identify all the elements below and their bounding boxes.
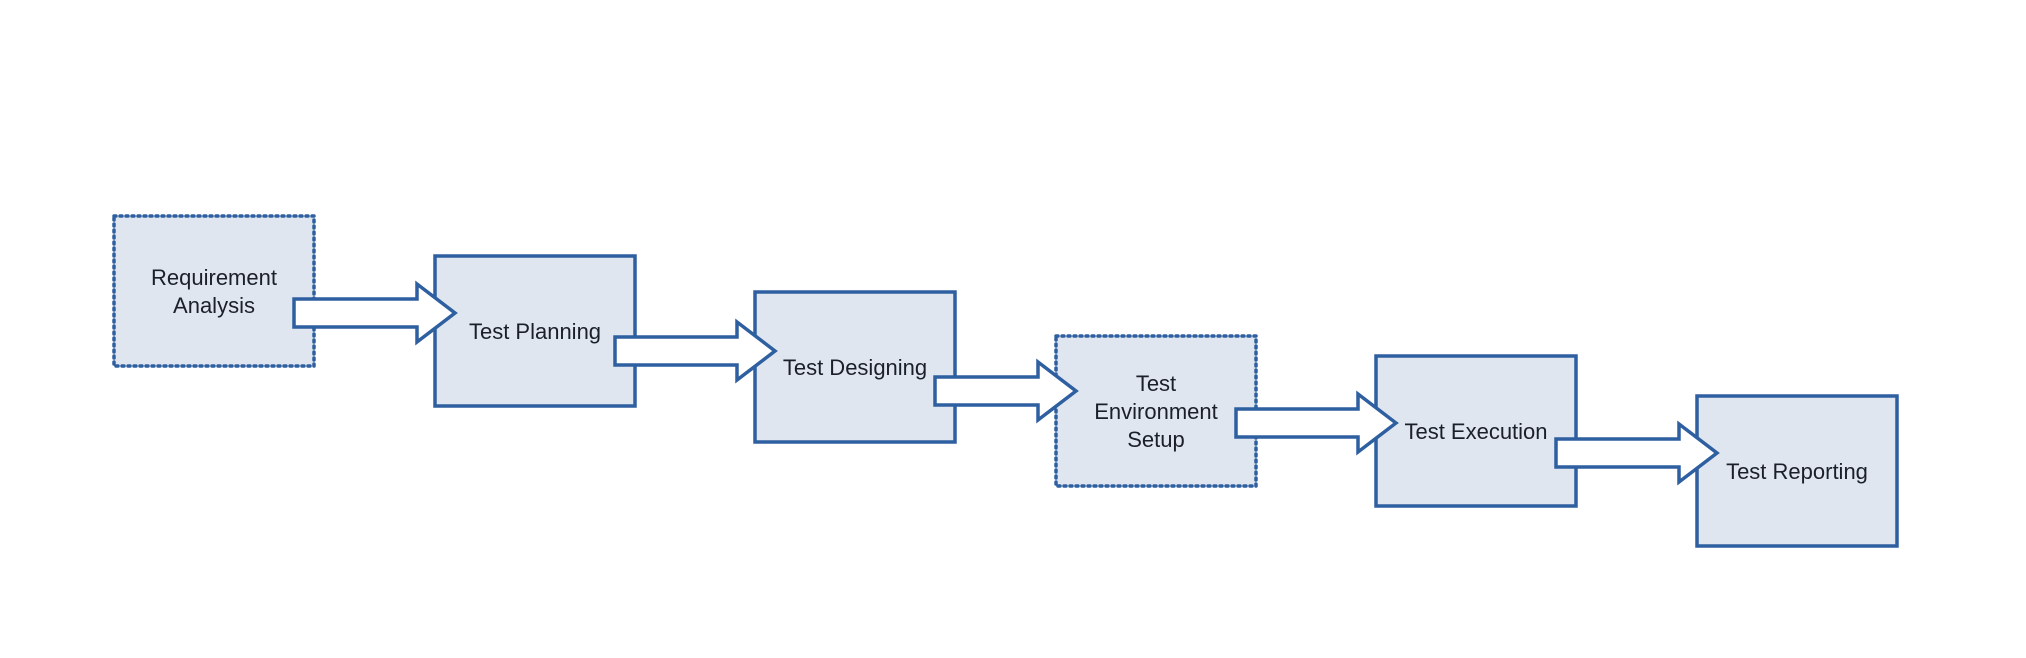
step-label-test-execution: Test Execution <box>1404 419 1547 444</box>
step-boxes <box>112 214 1899 548</box>
step-box-requirement-analysis <box>112 214 316 368</box>
step-box-test-environment-setup <box>1054 334 1258 488</box>
step-label-test-reporting: Test Reporting <box>1726 459 1868 484</box>
step-arrows <box>292 280 1720 486</box>
step-label-test-designing: Test Designing <box>783 355 927 380</box>
flow-arrow-2 <box>613 318 778 384</box>
step-box-test-planning <box>433 254 637 408</box>
step-box-test-reporting <box>1695 394 1899 548</box>
step-label-test-planning: Test Planning <box>469 319 601 344</box>
flow-arrow-4 <box>1234 390 1399 456</box>
flow-arrow-1 <box>292 280 458 346</box>
step-box-test-execution <box>1374 354 1578 508</box>
flow-arrow-5 <box>1554 420 1720 486</box>
step-box-test-designing <box>753 290 957 444</box>
flow-arrow-3 <box>933 358 1079 424</box>
